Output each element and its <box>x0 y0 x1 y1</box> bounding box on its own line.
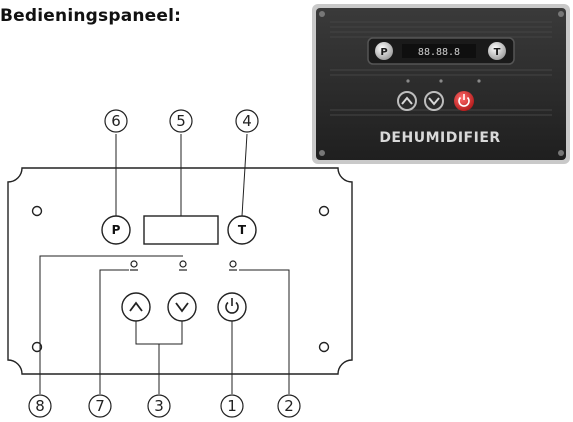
callout-4: 4 <box>242 112 252 130</box>
screw-icon <box>319 150 325 156</box>
diagram-panel-outline <box>7 167 353 375</box>
leader-line-7 <box>99 269 129 394</box>
diagram-screw-icon <box>318 205 330 217</box>
power-icon <box>225 301 239 314</box>
panel-diagram <box>7 133 353 394</box>
diagram-display <box>143 215 219 245</box>
leader-line-4 <box>241 133 248 217</box>
photo-brand-label: DEHUMIDIFIER <box>379 130 500 146</box>
photo-led-icon <box>406 79 410 83</box>
callout-3: 3 <box>154 397 164 415</box>
screw-icon <box>558 11 564 17</box>
photo-power-button[interactable] <box>454 91 474 111</box>
callout-5: 5 <box>176 112 186 130</box>
diagram-screw-icon <box>31 205 43 217</box>
diagram-screw-icon <box>318 341 330 353</box>
photo-down-button[interactable] <box>424 91 444 111</box>
photo-up-button[interactable] <box>397 91 417 111</box>
indicator-led-icon <box>229 260 237 271</box>
indicator-led-icon <box>130 260 138 271</box>
callout-7: 7 <box>95 397 105 415</box>
panel-ridges <box>330 21 552 116</box>
photo-p-button-label: P <box>380 47 387 58</box>
down-arrow-icon <box>428 97 440 106</box>
screw-icon <box>319 11 325 17</box>
diagram-t-button-label: T <box>238 223 247 237</box>
diagram-power-button[interactable] <box>217 292 247 322</box>
diagram-p-button-label: P <box>112 223 121 237</box>
indicator-led-icon <box>179 260 187 271</box>
photo-t-button-label: T <box>494 47 501 58</box>
diagram-up-button[interactable] <box>121 292 151 322</box>
photo-led-icon <box>439 79 443 83</box>
callout-1: 1 <box>227 397 237 415</box>
leader-line-2 <box>239 269 290 394</box>
photo-t-button[interactable] <box>488 42 506 60</box>
power-icon <box>458 96 470 107</box>
up-arrow-icon <box>129 301 143 312</box>
up-arrow-icon <box>401 96 413 105</box>
device-photo: P 88.88.8 T DEHUMIDIFIER <box>312 4 570 164</box>
leader-line-8 <box>39 255 183 394</box>
photo-led-icon <box>477 79 481 83</box>
diagram-down-button[interactable] <box>167 292 197 322</box>
photo-lcd-text: 88.88.8 <box>418 47 460 58</box>
diagram-screw-icon <box>31 341 43 353</box>
page-title: Bedieningspaneel: <box>0 6 182 26</box>
leader-bracket-3 <box>135 321 183 345</box>
callout-2: 2 <box>284 397 294 415</box>
screw-icon <box>558 150 564 156</box>
down-arrow-icon <box>175 302 189 313</box>
photo-lcd <box>402 44 476 58</box>
callout-6: 6 <box>111 112 121 130</box>
photo-p-button[interactable] <box>375 42 393 60</box>
callout-8: 8 <box>35 397 45 415</box>
